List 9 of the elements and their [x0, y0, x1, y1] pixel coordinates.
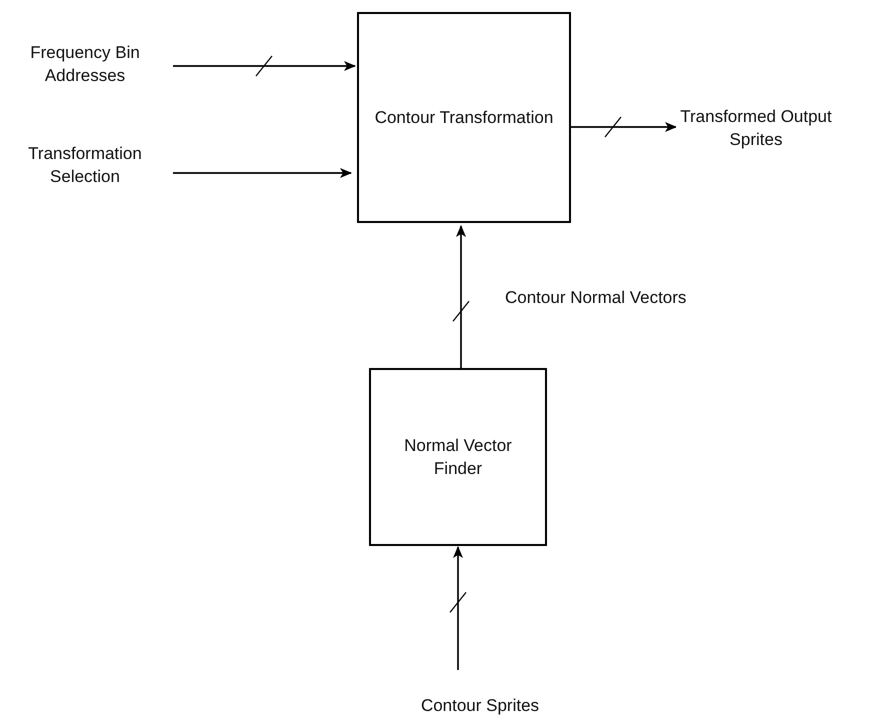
box-label: Contour Transformation: [374, 107, 554, 129]
edge-label: Contour Normal Vectors: [505, 287, 686, 309]
process-box: [357, 12, 571, 223]
signal-label: Transformation Selection: [27, 143, 143, 188]
signal-label: Transformed Output Sprites: [679, 106, 833, 151]
signal-label: Frequency Bin Addresses: [29, 42, 141, 87]
process-box: [369, 368, 547, 546]
signal-label: Contour Sprites: [420, 694, 540, 716]
box-label: Normal Vector Finder: [403, 435, 513, 480]
